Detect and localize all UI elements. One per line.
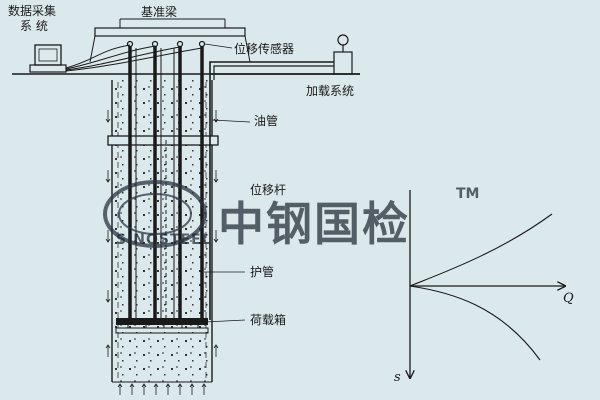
watermark-text: 中钢国检 xyxy=(218,197,410,251)
protective-pipe-label: 护管 xyxy=(250,265,275,279)
data-acquisition-label: 数据采集 xyxy=(8,4,57,18)
signal-cable xyxy=(65,45,156,70)
qs-curve xyxy=(410,190,565,378)
oil-pipe-leader xyxy=(211,119,251,123)
displacement-sensors xyxy=(126,40,206,48)
tip-resistance-arrows xyxy=(117,383,207,395)
watermark-logo-icon xyxy=(103,180,207,248)
signal-cable xyxy=(65,44,131,69)
lower-curve xyxy=(409,285,541,361)
data-acquisition-computer-icon xyxy=(29,44,67,73)
upper-curve xyxy=(409,213,553,287)
watermark-tm: TM xyxy=(456,186,480,202)
signal-cable xyxy=(65,46,181,71)
loading-system-label: 加载系统 xyxy=(306,84,355,98)
q-axis-label: Q xyxy=(563,291,574,306)
signal-cable xyxy=(65,47,203,72)
load-box-label: 荷载箱 xyxy=(250,313,287,327)
load-box xyxy=(115,318,209,334)
displacement-sensor-label: 位移传感器 xyxy=(234,42,295,56)
data-acquisition-label-2: 系 统 xyxy=(20,19,48,33)
oil-pipe-label: 油管 xyxy=(254,114,279,128)
s-axis-label: s xyxy=(394,370,401,385)
side-friction-arrows xyxy=(105,110,219,357)
reference-beam-label: 基准梁 xyxy=(141,5,178,19)
reference-beam xyxy=(89,18,251,63)
displacement-rod-label: 位移杆 xyxy=(250,183,287,197)
load-box-leader xyxy=(204,319,246,323)
oil-line-to-loader xyxy=(209,61,334,80)
disp-sensor-leader xyxy=(204,43,233,49)
loading-system-icon xyxy=(333,34,353,75)
oil-line-to-loader xyxy=(213,65,334,80)
pile-cap xyxy=(107,135,219,146)
watermark-logo-text: SINOSTEEL xyxy=(116,232,212,248)
